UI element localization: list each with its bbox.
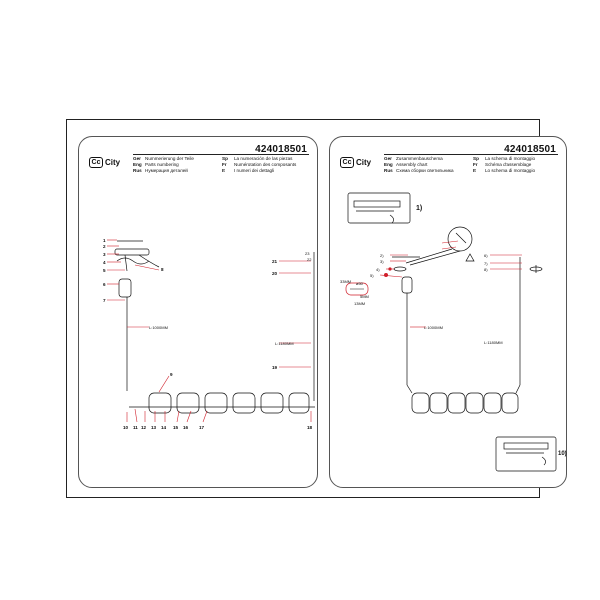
part-number: 10	[123, 425, 129, 430]
lang-code: It	[222, 168, 225, 174]
lang-code: Rus	[133, 168, 142, 174]
lang-code: Ger	[384, 156, 392, 161]
lang-code: Ger	[133, 156, 141, 161]
part-number: 2	[103, 244, 106, 249]
lang-title: La schema di montaggio	[485, 156, 536, 161]
part-number: 15	[173, 425, 179, 430]
step-number: 3)	[380, 259, 384, 264]
part-number: 19	[272, 365, 278, 370]
cable-length-label: L:1000MM	[424, 325, 443, 330]
part-number: 11	[133, 425, 138, 430]
part-number: 6	[103, 282, 106, 287]
part-number: 3	[103, 252, 106, 257]
step-label: 1)	[416, 205, 422, 212]
lang-title: Zusammenbauschema	[396, 156, 443, 161]
part-number: 20	[272, 271, 278, 276]
step-number: 2)	[380, 253, 384, 258]
lang-title: I numeri dei dettagli	[234, 168, 275, 174]
article-code: 424018501	[255, 144, 307, 155]
dimension-label: ø50	[356, 281, 364, 286]
language-titles: Ger Nummerierung der Teile Sp La numeració…	[133, 156, 311, 175]
step-number: 6)	[484, 253, 488, 258]
step-number: 8)	[484, 267, 488, 272]
step-label: 10)	[558, 451, 567, 457]
step-number: 7)	[484, 261, 488, 266]
language-titles: Ger Zusammenbauschema Sp La schema di mont…	[384, 156, 562, 175]
lang-title: Schéma d'assemblage	[485, 162, 532, 168]
part-number: 12	[141, 425, 147, 430]
lang-code: Fr	[222, 162, 227, 168]
lang-title: La numeración de las piezas	[234, 156, 293, 161]
step-number: 5)	[370, 273, 374, 278]
lang-code: Eng	[384, 162, 393, 168]
lang-title: Numérotation des composants	[234, 162, 297, 168]
part-number: 22	[307, 257, 312, 262]
dimension-label: 5MM	[360, 294, 369, 299]
part-number: 18	[307, 425, 313, 430]
dimension-label: 33MM	[340, 279, 351, 284]
part-number: 21	[272, 259, 278, 264]
logo-mark: Cc	[340, 157, 354, 168]
brand-logo: Cc City	[89, 157, 120, 168]
lang-code: Sp	[473, 156, 479, 161]
part-number: 7	[103, 298, 106, 303]
dimension-label: 13MM	[354, 301, 365, 306]
part-number: 9	[170, 372, 173, 377]
lang-code: It	[473, 168, 476, 174]
lang-title: Нумерация деталей	[145, 168, 188, 174]
header-rule	[133, 154, 309, 155]
logo-text: City	[356, 158, 372, 167]
parts-numbering-page: 424018501 Cc City Ger Nummerierung der Te…	[78, 136, 318, 488]
header-rule	[384, 154, 558, 155]
part-number: 17	[199, 425, 205, 430]
logo-mark: Cc	[89, 157, 103, 168]
lang-title: Nummerierung der Teile	[145, 156, 194, 161]
logo-text: City	[105, 158, 121, 167]
brand-logo: Cc City	[340, 157, 371, 168]
lang-title: Assembly chart	[396, 162, 428, 168]
lang-code: Fr	[473, 162, 478, 168]
lang-title: Схема сборки светильника	[396, 168, 454, 174]
part-number: 5	[103, 268, 106, 273]
part-number: 16	[183, 425, 189, 430]
cable-length-label: L:1000MM	[149, 325, 168, 330]
lang-code: Rus	[384, 168, 393, 174]
part-number: 1	[103, 238, 106, 243]
part-number: 8	[161, 267, 164, 272]
cable-length-label: L:1180MM	[484, 340, 503, 345]
part-number: 4	[103, 260, 106, 265]
assembly-chart-page: 424018501 Cc City Ger Zusammenbauschema S…	[329, 136, 567, 488]
step-number: 4)	[376, 267, 380, 272]
lang-title: Lo schema di montaggio	[485, 168, 536, 174]
part-number: 14	[161, 425, 167, 430]
article-code: 424018501	[504, 144, 556, 155]
assembly-diagram: 1)	[340, 192, 567, 472]
part-number: 23	[305, 251, 310, 256]
part-number: 13	[151, 425, 157, 430]
cable-length-label: L:1180MM	[275, 341, 294, 346]
parts-diagram: 1 2 3 4 5 6 7 8 9 21 20 23 22 19 L:1000M…	[103, 238, 315, 430]
lang-title: Parts numbering	[145, 162, 179, 168]
lang-code: Sp	[222, 156, 228, 161]
lang-code: Eng	[133, 162, 142, 168]
